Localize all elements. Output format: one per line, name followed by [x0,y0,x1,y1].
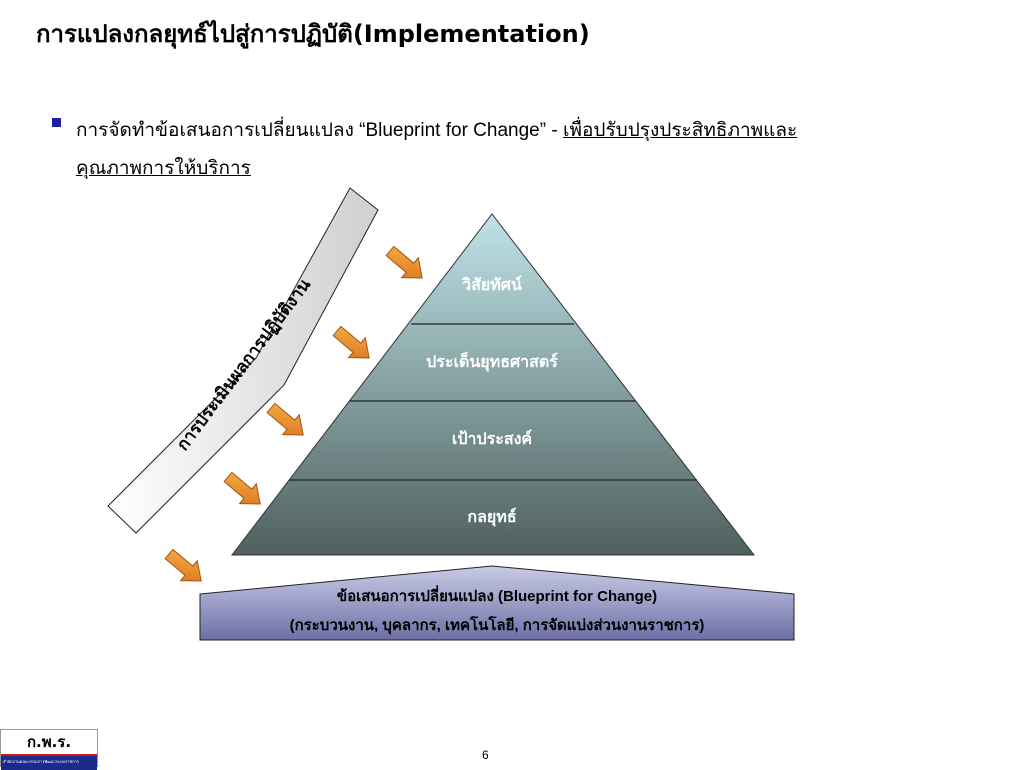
pyramid-level-vision: วิสัยทัศน์ [461,275,522,294]
bullet-text-underlined-2: คุณภาพการให้บริการ [76,158,251,179]
arrow-to-strategy-icon [223,471,261,505]
logo-text: ก.พ.ร. [26,733,72,751]
bullet-text: การจัดทำข้อเสนอการเปลี่ยนแปลง “Blueprint… [76,112,956,188]
arrow-to-vision-icon [385,245,423,279]
pyramid-level-strategy: กลยุทธ์ [467,507,516,527]
blueprint-base-line1: ข้อเสนอการเปลี่ยนแปลง (Blueprint for Cha… [337,585,657,605]
opdc-logo: ก.พ.ร. สำนักงานคณะกรรมการพัฒนาระบบราชการ [0,729,98,770]
pyramid [230,213,756,556]
arrow-to-strategic-issues-icon [332,325,370,359]
blueprint-base-box [199,565,795,641]
pyramid-level-goals: เป้าประสงค์ [452,429,532,448]
arrow-to-goals-icon [266,402,304,436]
logo-subtext: สำนักงานคณะกรรมการพัฒนาระบบราชการ [1,754,97,770]
side-banner [107,187,379,534]
pyramid-level-strategic-issues: ประเด็นยุทธศาสตร์ [426,350,558,372]
bullet-text-underlined-1: เพื่อปรับปรุงประสิทธิภาพและ [562,120,798,141]
bullet-marker [52,118,61,127]
slide-title: การแปลงกลยุทธ์ไปสู่การปฏิบัติ(Implementa… [36,20,590,48]
blueprint-base-line2: (กระบวนงาน, บุคลากร, เทคโนโลยี, การจัดแบ… [290,615,705,635]
page-number: 6 [482,748,489,762]
arrow-to-blueprint-icon [164,548,202,582]
bullet-text-plain: การจัดทำข้อเสนอการเปลี่ยนแปลง “Blueprint… [76,120,563,141]
